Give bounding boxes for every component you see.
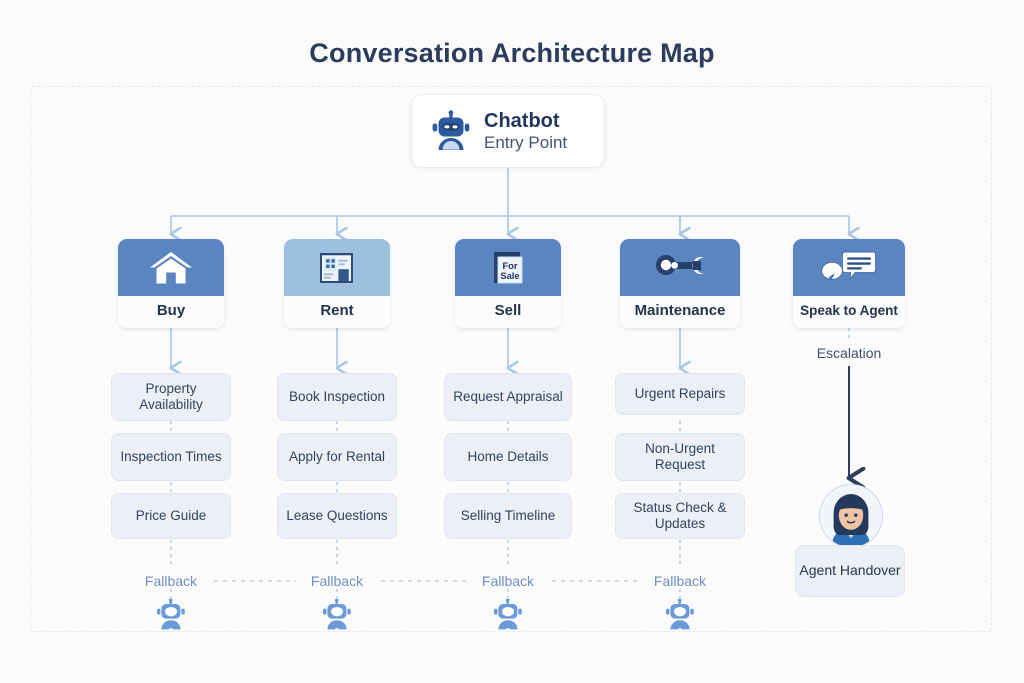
sub-item-maintenance-3[interactable]: Status Check & Updates	[615, 493, 745, 539]
chat-bubbles-icon	[793, 239, 905, 296]
category-card-sell[interactable]: For Sale Sell	[455, 239, 561, 328]
svg-text:For: For	[502, 260, 517, 271]
agent-avatar-icon	[819, 484, 883, 548]
svg-text:Sale: Sale	[500, 270, 519, 281]
fallback-robot-icon-rent	[322, 599, 352, 631]
category-label-buy: Buy	[118, 296, 224, 325]
house-icon	[118, 239, 224, 296]
for-sale-sign-icon: For Sale	[455, 239, 561, 296]
sub-item-sell-2[interactable]: Home Details	[444, 433, 572, 481]
fallback-label-rent: Fallback	[310, 573, 364, 589]
category-label-sell: Sell	[455, 296, 561, 325]
category-card-maintenance[interactable]: Maintenance	[620, 239, 740, 328]
robot-icon	[431, 110, 471, 152]
sub-item-buy-3[interactable]: Price Guide	[111, 493, 231, 539]
fallback-robot-icon-sell	[493, 599, 523, 631]
category-label-rent: Rent	[284, 296, 390, 325]
category-card-speak-to-agent[interactable]: Speak to Agent	[793, 239, 905, 328]
page-title: Conversation Architecture Map	[309, 38, 715, 68]
sub-item-rent-3[interactable]: Lease Questions	[277, 493, 397, 539]
category-label-speak-to-agent: Speak to Agent	[793, 296, 905, 325]
entry-point-card[interactable]: Chatbot Entry Point	[411, 94, 605, 168]
sub-item-buy-1[interactable]: Property Availability	[111, 373, 231, 421]
entry-point-subtitle: Entry Point	[484, 132, 568, 152]
diagram-frame	[30, 86, 992, 632]
wrench-icon	[620, 239, 740, 296]
agent-handover-card[interactable]: Agent Handover	[795, 545, 905, 597]
fallback-robot-icon-maintenance	[665, 599, 695, 631]
sub-item-maintenance-1[interactable]: Urgent Repairs	[615, 373, 745, 415]
fallback-robot-icon-buy	[156, 599, 186, 631]
sub-item-maintenance-2[interactable]: Non-Urgent Request	[615, 433, 745, 481]
category-card-buy[interactable]: Buy	[118, 239, 224, 328]
apartment-building-icon	[284, 239, 390, 296]
sub-item-buy-2[interactable]: Inspection Times	[111, 433, 231, 481]
sub-item-rent-1[interactable]: Book Inspection	[277, 373, 397, 421]
fallback-label-sell: Fallback	[481, 573, 535, 589]
fallback-label-maintenance: Fallback	[653, 573, 707, 589]
escalation-label: Escalation	[816, 345, 882, 361]
entry-point-title: Chatbot	[484, 110, 560, 133]
sub-item-rent-2[interactable]: Apply for Rental	[277, 433, 397, 481]
category-label-maintenance: Maintenance	[620, 296, 740, 325]
fallback-label-buy: Fallback	[144, 573, 198, 589]
sub-item-sell-3[interactable]: Selling Timeline	[444, 493, 572, 539]
category-card-rent[interactable]: Rent	[284, 239, 390, 328]
sub-item-sell-1[interactable]: Request Appraisal	[444, 373, 572, 421]
